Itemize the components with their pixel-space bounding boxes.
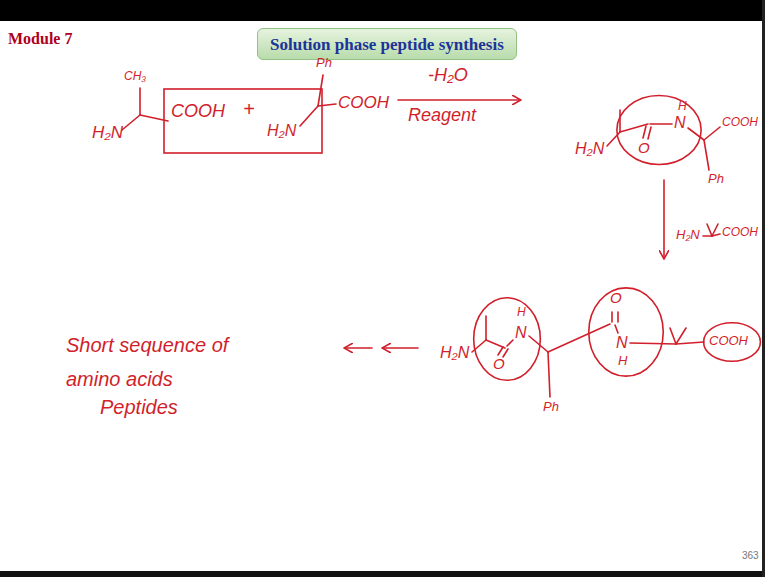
phenyl-label: Ph xyxy=(316,56,332,70)
methyl-label: CH₃ xyxy=(124,70,146,83)
title-banner: Solution phase peptide synthesis xyxy=(257,28,517,60)
group-text: H xyxy=(678,100,687,113)
note-text: Peptides xyxy=(100,396,178,418)
group-text: O xyxy=(493,356,505,373)
group-text: + xyxy=(243,98,255,120)
acid-group-circle: COOH xyxy=(703,322,761,362)
box-outline xyxy=(164,89,322,153)
circle-outline xyxy=(617,95,701,164)
phenyl-label: Ph xyxy=(708,172,724,186)
amide-bond-circle: O NH xyxy=(588,286,664,378)
circle-outline xyxy=(589,288,663,376)
amine-label: H₂N xyxy=(676,228,700,242)
reacting-groups-box: COOH + H₂N xyxy=(163,88,323,154)
circle-outline xyxy=(474,298,541,381)
acid-label: COOH xyxy=(722,226,758,239)
group-text: COOH xyxy=(709,334,748,348)
top-bar xyxy=(0,0,765,21)
acid-label: COOH xyxy=(722,116,758,129)
bottom-bar xyxy=(0,571,765,577)
group-text: H xyxy=(517,306,526,319)
amide-bond-circle: HN O xyxy=(616,94,702,166)
group-text: COOH xyxy=(171,102,225,122)
module-label: Module 7 xyxy=(8,30,72,48)
reagent-label: Reagent xyxy=(408,106,476,126)
phenyl-label: Ph xyxy=(543,400,559,414)
group-text: N xyxy=(616,334,628,352)
group-text: N xyxy=(674,114,686,132)
circle-outline xyxy=(616,94,702,166)
circle-outline xyxy=(704,323,761,361)
page-number: 363 xyxy=(742,550,759,561)
amine-label: H₂N xyxy=(440,344,469,362)
amine-label: H₂N xyxy=(92,124,123,143)
group-text: N xyxy=(515,324,527,342)
group-text: O xyxy=(610,290,622,307)
amine-label: H₂N xyxy=(575,140,604,158)
group-text: O xyxy=(638,140,650,157)
right-edge xyxy=(762,0,765,577)
acid-label: COOH xyxy=(338,94,389,113)
amide-bond-circle: HNO xyxy=(473,296,541,382)
group-text: H xyxy=(618,354,627,368)
condition-label: -H₂O xyxy=(428,66,468,86)
group-text: H₂N xyxy=(267,122,296,140)
note-text: Short sequence of amino acids xyxy=(66,328,256,396)
circle-outline xyxy=(473,296,541,382)
